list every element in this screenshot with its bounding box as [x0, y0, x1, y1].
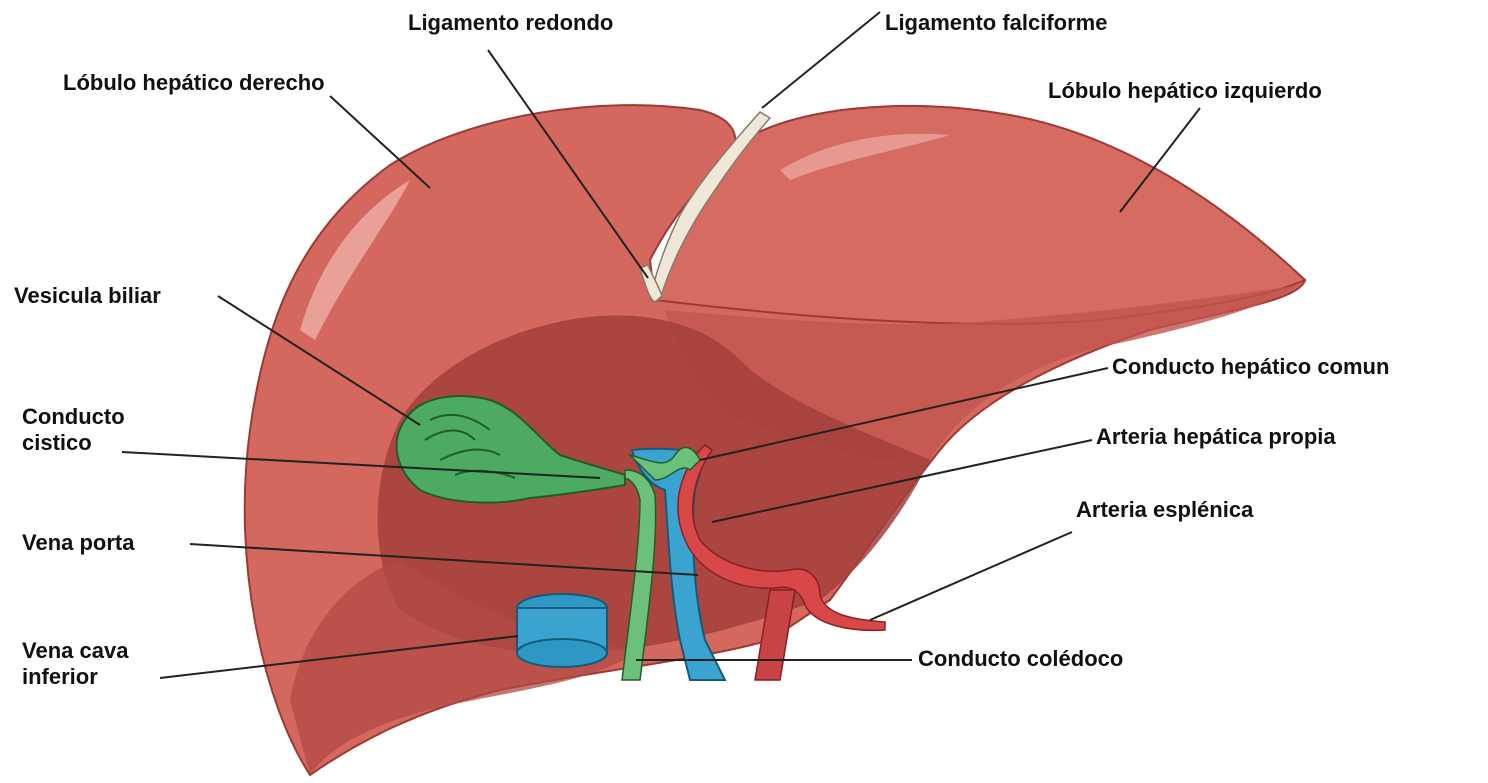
label-lobulo-derecho: Lóbulo hepático derecho: [63, 70, 325, 96]
label-ligamento-redondo: Ligamento redondo: [408, 10, 613, 36]
label-vena-cava-inferior: Vena cava inferior: [22, 638, 128, 690]
label-ligamento-falciforme: Ligamento falciforme: [885, 10, 1107, 36]
label-conducto-cistico: Conducto cistico: [22, 404, 125, 456]
label-vena-porta: Vena porta: [22, 530, 134, 556]
vena-cava-bottom: [517, 639, 607, 667]
leader-arteria-esplenica: [870, 532, 1072, 620]
label-vesicula-biliar: Vesicula biliar: [14, 283, 161, 309]
leader-ligamento-falciforme: [762, 12, 880, 108]
label-lobulo-izquierdo: Lóbulo hepático izquierdo: [1048, 78, 1322, 104]
label-arteria-hepatica-propia: Arteria hepática propia: [1096, 424, 1336, 450]
label-conducto-coledoco: Conducto colédoco: [918, 646, 1123, 672]
label-conducto-hepatico-comun: Conducto hepático comun: [1112, 354, 1389, 380]
label-arteria-esplenica: Arteria esplénica: [1076, 497, 1253, 523]
